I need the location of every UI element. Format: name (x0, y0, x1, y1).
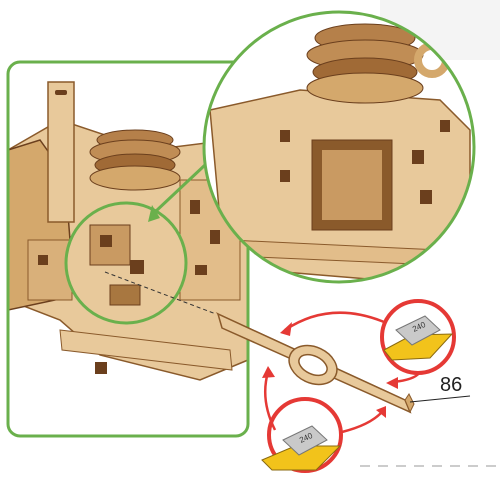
small-zoom-circle (64, 201, 188, 325)
magnified-detail (204, 12, 474, 282)
zoom-connector (153, 163, 207, 214)
arrow-icon (262, 322, 398, 418)
arrow-icon (148, 205, 160, 222)
detail-frame (6, 60, 250, 438)
part-number-label: 86 (440, 374, 463, 396)
sandpaper-icon: 240 (380, 299, 456, 375)
leader-line (409, 395, 471, 403)
part-86 (215, 312, 415, 414)
alignment-line (104, 271, 217, 315)
big-zoom-circle (202, 10, 476, 284)
sandpaper-icon: 240 (261, 397, 343, 473)
